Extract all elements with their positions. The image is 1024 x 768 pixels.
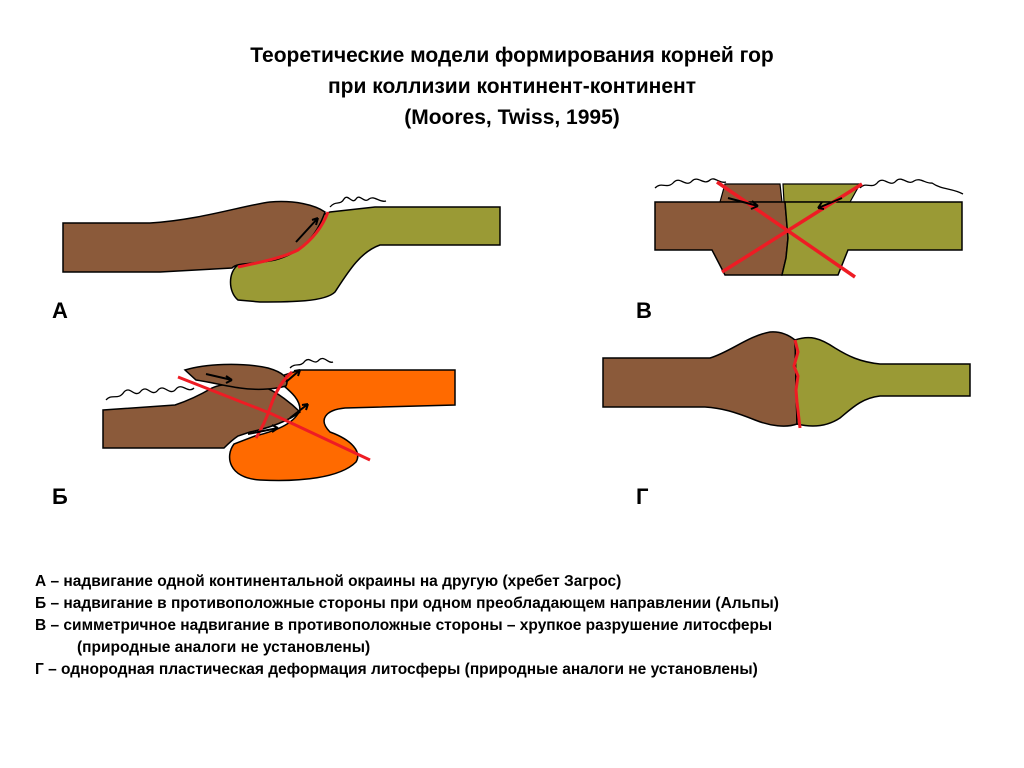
diagram-a-arrow [295, 217, 319, 243]
diagram-v-squiggle-right [859, 178, 964, 195]
diagram-b-fault-line-1 [177, 375, 371, 462]
diagram-a [62, 196, 501, 303]
diagram-v-brown-plate [654, 201, 789, 276]
legend-item-g: Г – однородная пластическая деформация л… [35, 661, 758, 678]
diagram-b-arrow-3 [289, 403, 309, 419]
diagram-a-squiggle [329, 196, 387, 208]
diagram-b [102, 357, 456, 482]
panel-label-b: Б [52, 484, 68, 509]
legend-item-b: Б – надвигание в противоположные стороны… [35, 595, 779, 612]
panel-label-v: В [636, 298, 652, 323]
title-line-3: (Moores, Twiss, 1995) [404, 106, 620, 129]
diagram-v-arrow-left [727, 197, 759, 210]
legend-item-v: В – симметричное надвигание в противопол… [35, 617, 773, 634]
diagram-v-cross-line-1 [716, 180, 856, 279]
page-title: Теоретические модели формирования корней… [0, 40, 1024, 133]
title-line-2: при коллизии континент-континент [327, 75, 696, 98]
diagram-b-brown-plate [102, 383, 302, 449]
diagram-b-squiggle-top [289, 357, 334, 369]
legend-item-v-note: (природные аналоги не установлены) [77, 639, 371, 656]
panel-label-g: Г [636, 484, 649, 509]
diagram-b-brown-wedge [183, 363, 288, 391]
diagram-v [654, 178, 964, 279]
diagram-g-olive-plate [794, 336, 971, 427]
title-line-1: Теоретические модели формирования корней… [250, 44, 774, 67]
diagram-b-arrow-4 [285, 369, 301, 383]
diagram-g-fault-line [792, 339, 802, 429]
diagram-v-squiggle-left [654, 178, 727, 189]
legend-item-a: А – надвигание одной континентальной окр… [35, 573, 622, 590]
panel-label-a: А [52, 298, 68, 323]
diagram-b-arrow-1 [205, 373, 233, 384]
diagram-g [602, 331, 971, 429]
legend: А – надвигание одной континентальной окр… [35, 571, 1015, 681]
diagram-a-fault-line [237, 211, 330, 269]
diagram-b-squiggle-left [105, 386, 195, 401]
diagram-b-fault-line-2 [254, 370, 293, 439]
diagram-g-brown-plate [602, 331, 798, 427]
diagram-v-arrow-right [817, 197, 843, 210]
diagram-b-arrow-2 [247, 424, 279, 435]
diagram-v-olive-plate [781, 201, 963, 276]
